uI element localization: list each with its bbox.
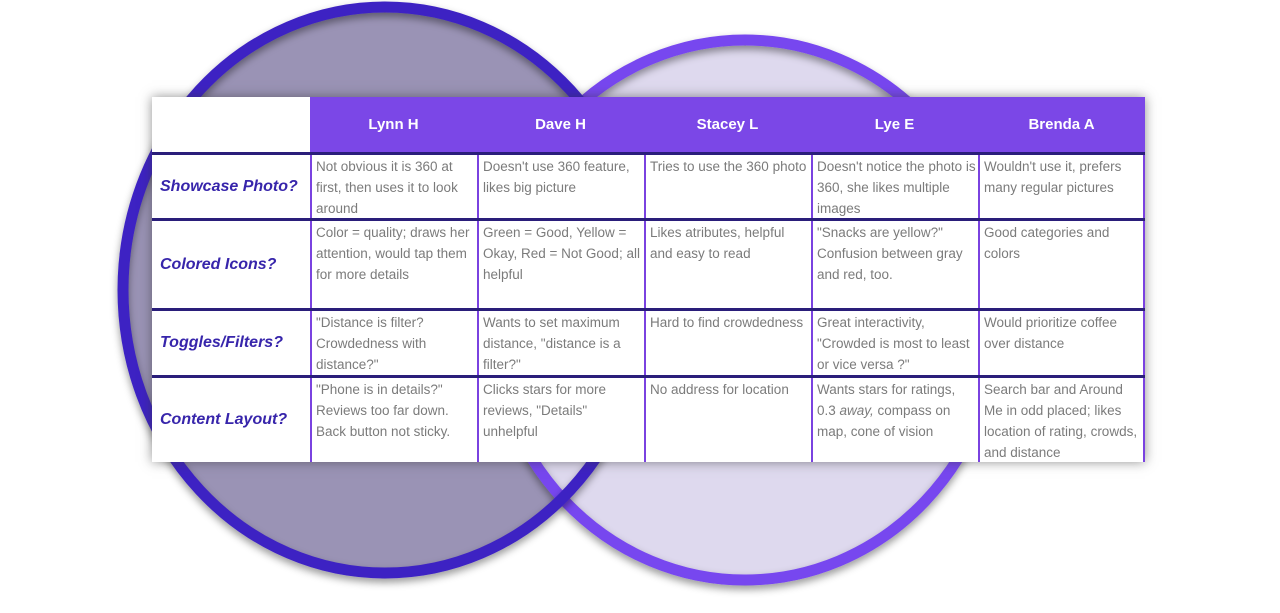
table-cell: Good categories and colors xyxy=(978,221,1145,308)
row-label: Toggles/Filters? xyxy=(160,334,283,351)
table-cell: "Snacks are yellow?" Confusion between g… xyxy=(811,221,978,308)
table-row-content-layout: Content Layout? "Phone is in details?" R… xyxy=(152,375,1145,462)
row-label: Colored Icons? xyxy=(160,255,277,273)
cell-text: compass on map, cone of vision xyxy=(817,403,951,439)
table-cell: No address for location xyxy=(644,378,811,462)
table-cell: Great interactivity, "Crowded is most to… xyxy=(811,311,978,375)
table-cell: "Phone is in details?" Reviews too far d… xyxy=(310,378,477,462)
table-row-colored-icons: Colored Icons? Color = quality; draws he… xyxy=(152,218,1145,308)
table-cell: Not obvious it is 360 at first, then use… xyxy=(310,155,477,218)
table-cell: Wants to set maximum distance, "distance… xyxy=(477,311,644,375)
cell-text-italic: away, xyxy=(839,403,874,418)
table-cell: "Distance is filter? Crowdedness with di… xyxy=(310,311,477,375)
table-cell: Doesn't notice the photo is 360, she lik… xyxy=(811,155,978,218)
column-header-dave: Dave H xyxy=(477,97,644,152)
row-label: Content Layout? xyxy=(160,411,288,428)
table-cell: Wouldn't use it, prefers many regular pi… xyxy=(978,155,1145,218)
table-cell: Clicks stars for more reviews, "Details"… xyxy=(477,378,644,462)
column-header-lynn: Lynn H xyxy=(310,97,477,152)
table-cell: Search bar and Around Me in odd placed; … xyxy=(978,378,1145,462)
table-row-showcase-photo: Showcase Photo? Not obvious it is 360 at… xyxy=(152,152,1145,218)
table-cell: Color = quality; draws her attention, wo… xyxy=(310,221,477,308)
table-cell: Green = Good, Yellow = Okay, Red = Not G… xyxy=(477,221,644,308)
column-header-stacey: Stacey L xyxy=(644,97,811,152)
table-cell: Wants stars for ratings, 0.3 away, compa… xyxy=(811,378,978,462)
row-label: Showcase Photo? xyxy=(160,177,298,195)
table-cell: Doesn't use 360 feature, likes big pictu… xyxy=(477,155,644,218)
column-header-lye: Lye E xyxy=(811,97,978,152)
table-header-row: Lynn H Dave H Stacey L Lye E Brenda A xyxy=(152,97,1145,152)
corner-cell xyxy=(152,97,310,152)
table-cell: Would prioritize coffee over distance xyxy=(978,311,1145,375)
column-header-brenda: Brenda A xyxy=(978,97,1145,152)
table-cell: Hard to find crowdedness xyxy=(644,311,811,375)
table-cell: Tries to use the 360 photo xyxy=(644,155,811,218)
table-row-toggles-filters: Toggles/Filters? "Distance is filter? Cr… xyxy=(152,308,1145,375)
comparison-table: Lynn H Dave H Stacey L Lye E Brenda A Sh… xyxy=(152,97,1145,462)
cell-text: Wants stars for ratings, 0.3 xyxy=(817,382,956,418)
table-cell: Likes atributes, helpful and easy to rea… xyxy=(644,221,811,308)
